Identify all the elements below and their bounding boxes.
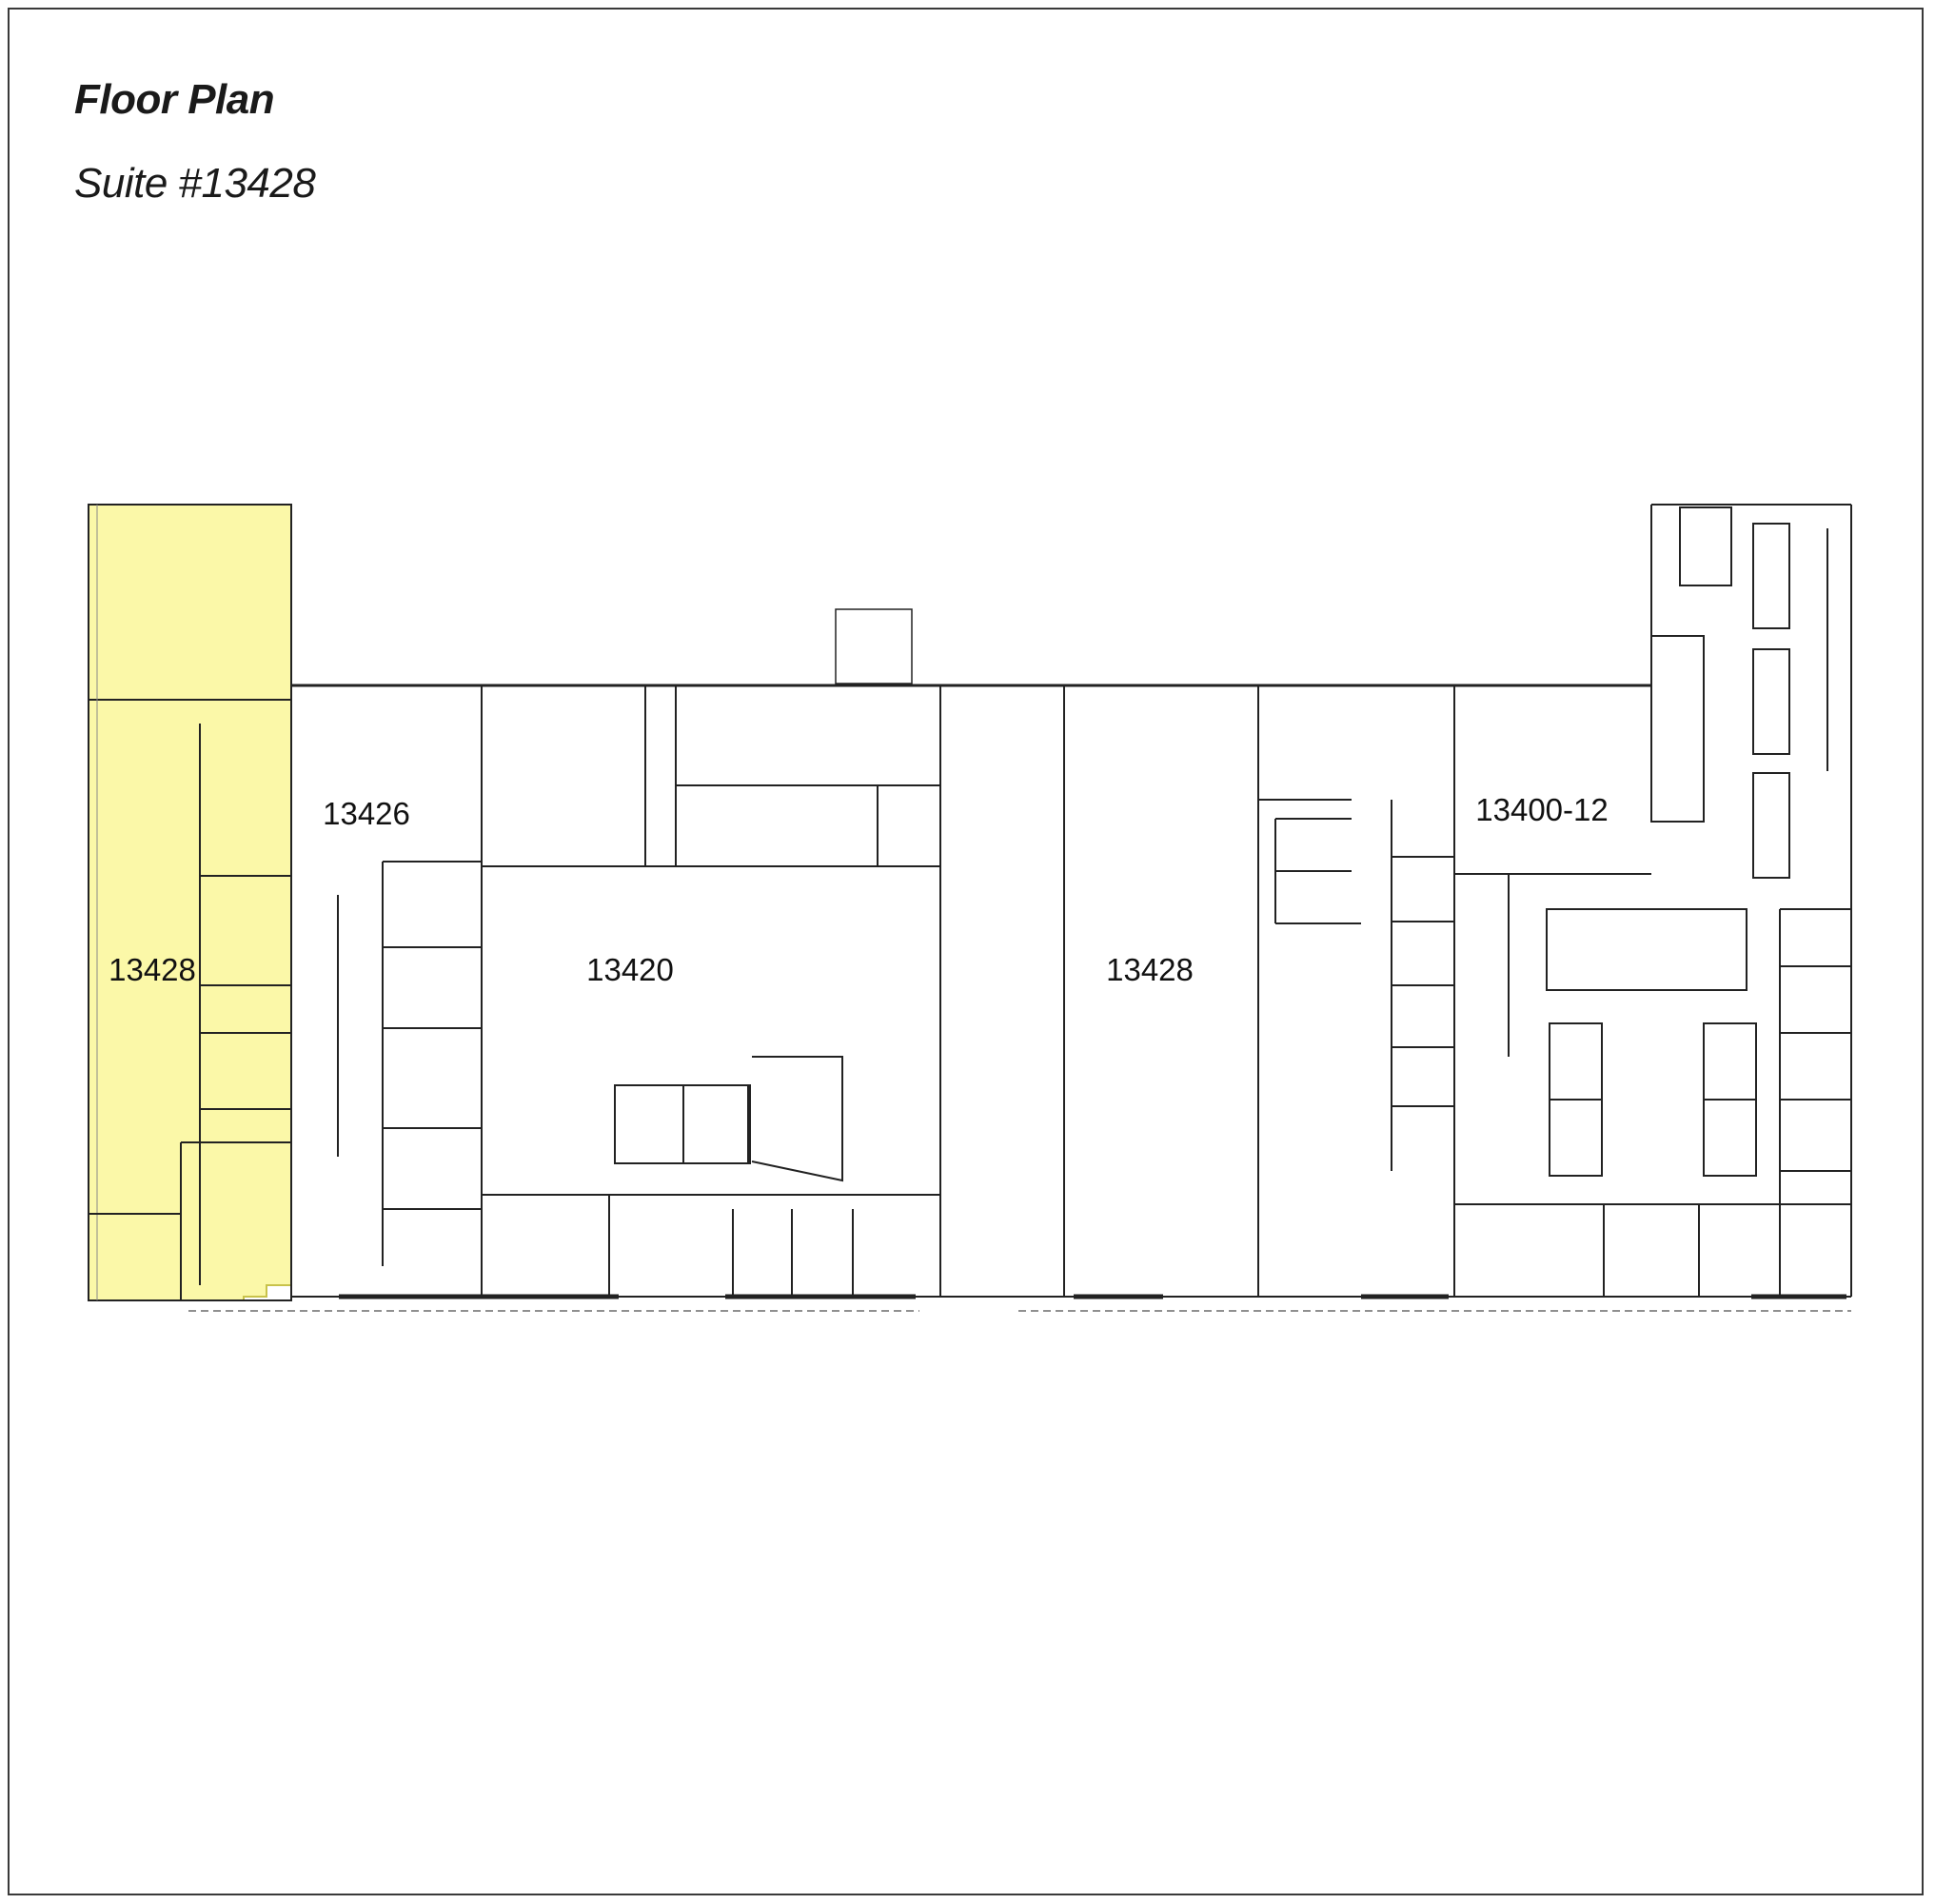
building-walls: [88, 504, 1852, 1312]
page-frame: [8, 8, 1924, 1895]
suite-label-13428-highlighted: 13428: [109, 952, 196, 987]
highlight-fill: [88, 504, 292, 1301]
suite-label-13428-center: 13428: [1106, 952, 1194, 987]
page-title: Floor Plan: [74, 76, 275, 123]
suite-label-13426: 13426: [323, 796, 410, 831]
suite-label-13420: 13420: [586, 952, 674, 987]
left-suite-outline: [88, 504, 292, 1301]
page-subtitle: Suite #13428: [74, 160, 316, 207]
suite-label-13400-12: 13400-12: [1475, 792, 1608, 827]
highlighted-suite-area[interactable]: [88, 504, 292, 1301]
